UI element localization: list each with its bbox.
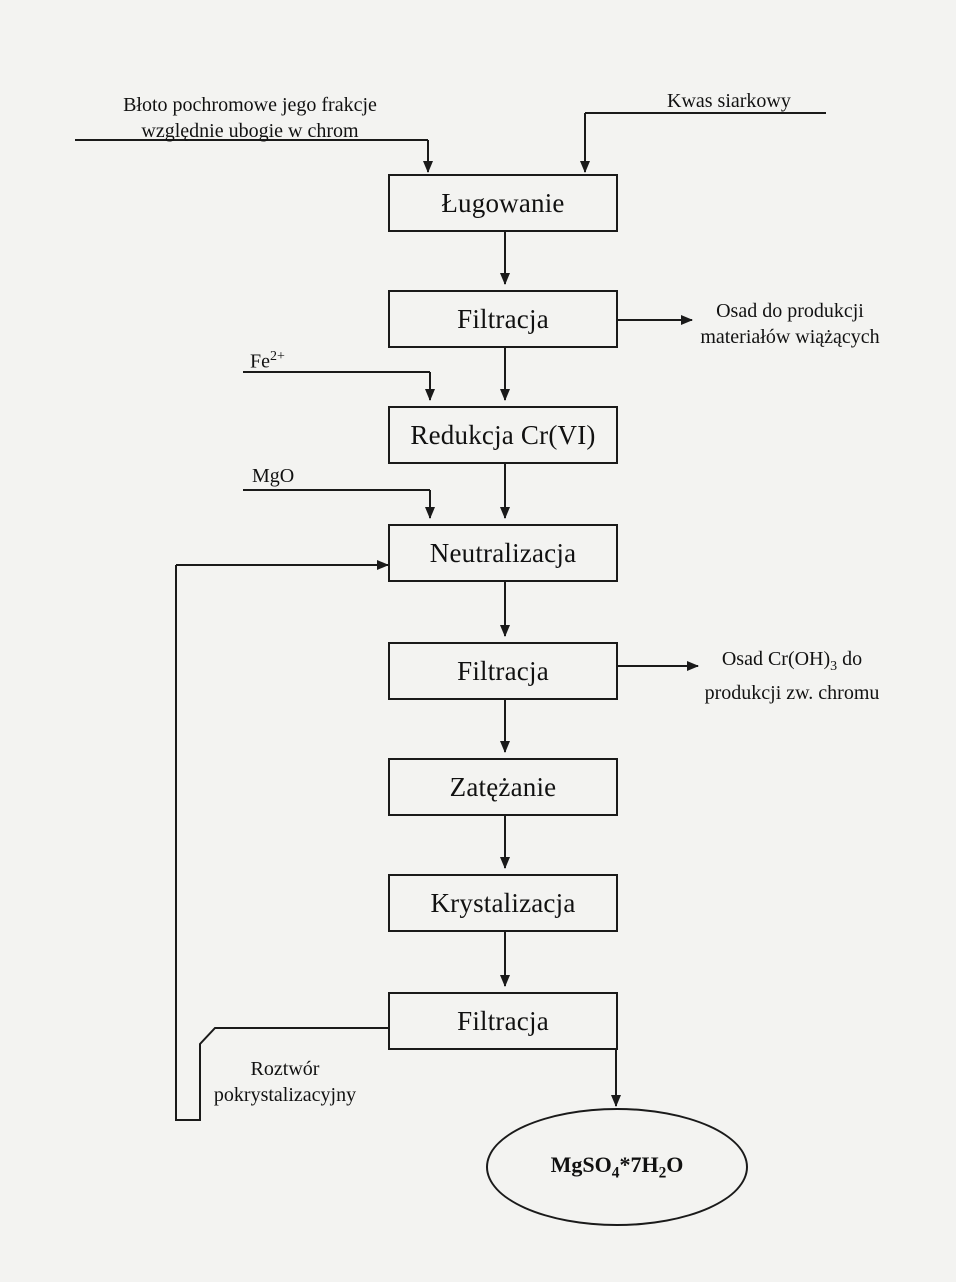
residue2-line2: produkcji zw. chromu — [704, 682, 880, 704]
product-formula: MgSO4*7H2O — [550, 1151, 684, 1182]
step-leaching: Ługowanie — [388, 174, 618, 232]
fe-symbol: Fe — [250, 350, 270, 373]
fe-charge: 2+ — [270, 349, 285, 364]
sludge-line2: względnie ubogie w chrom — [141, 120, 359, 142]
residue2-line1: Osad Cr(OH)3 do — [692, 646, 892, 680]
recycle-loop — [175, 565, 388, 1121]
mother-liquor-label: Roztwór pokrystalizacyjny — [190, 1056, 380, 1108]
mgo-input-label: MgO — [252, 465, 295, 487]
residue1-line1: Osad do produkcji — [716, 300, 864, 322]
step-filtration-3: Filtracja — [388, 992, 618, 1050]
mother-line2: pokrystalizacyjny — [213, 1084, 357, 1106]
product-oval: MgSO4*7H2O — [486, 1108, 748, 1226]
fe-input-label: Fe2+ — [250, 344, 285, 375]
step-filtration-1: Filtracja — [388, 290, 618, 348]
mother-line1: Roztwór — [250, 1058, 320, 1080]
residue2-label: Osad Cr(OH)3 do produkcji zw. chromu — [692, 646, 892, 706]
sludge-input-label: Błoto pochromowe jego frakcje względnie … — [70, 92, 430, 144]
residue2-a: Osad Cr(OH) — [721, 648, 831, 670]
step-reduction-cr6: Redukcja Cr(VI) — [388, 406, 618, 464]
residue1-label: Osad do produkcji materiałów wiążących — [690, 298, 890, 350]
residue2-b: do — [837, 648, 863, 670]
step-crystallization: Krystalizacja — [388, 874, 618, 932]
sludge-line1: Błoto pochromowe jego frakcje — [123, 94, 377, 116]
residue1-line2: materiałów wiążących — [700, 326, 880, 348]
step-filtration-2: Filtracja — [388, 642, 618, 700]
step-neutralization: Neutralizacja — [388, 524, 618, 582]
residue2-sub: 3 — [830, 659, 838, 674]
step-concentration: Zatężanie — [388, 758, 618, 816]
acid-input-label: Kwas siarkowy — [667, 90, 791, 112]
